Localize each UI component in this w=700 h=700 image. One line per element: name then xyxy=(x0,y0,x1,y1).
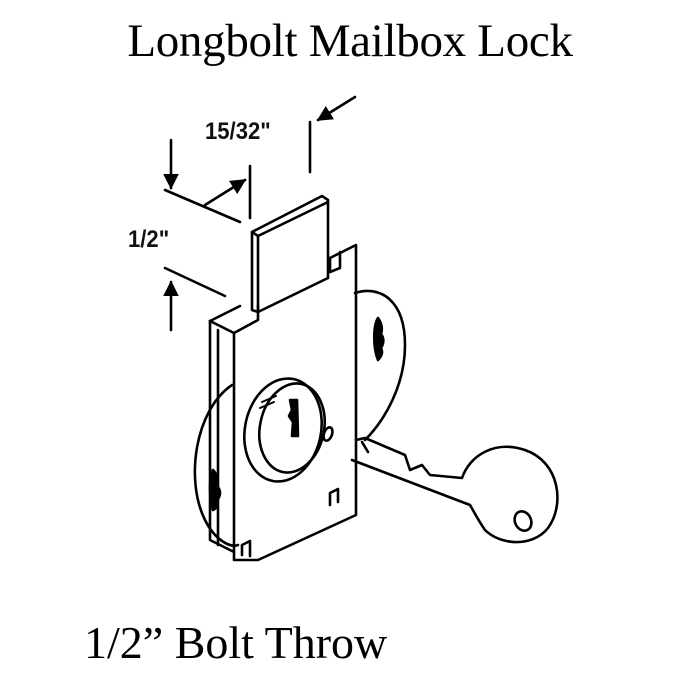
bolt-icon xyxy=(250,194,330,314)
right-mounting-ear-icon xyxy=(353,289,407,442)
diagram-title: Longbolt Mailbox Lock xyxy=(127,15,573,67)
left-mounting-ear-icon xyxy=(193,383,240,547)
dimension-1-2-icon xyxy=(163,138,227,332)
dimension-15-32-icon xyxy=(163,95,357,224)
bolt-throw-caption: 1/2” Bolt Throw xyxy=(84,617,388,668)
key-icon xyxy=(350,436,559,544)
bolt-width-label: 15/32" xyxy=(205,118,271,145)
key-cylinder-icon xyxy=(242,377,334,483)
lock-body-icon xyxy=(208,243,358,562)
bolt-height-label: 1/2" xyxy=(128,226,170,253)
